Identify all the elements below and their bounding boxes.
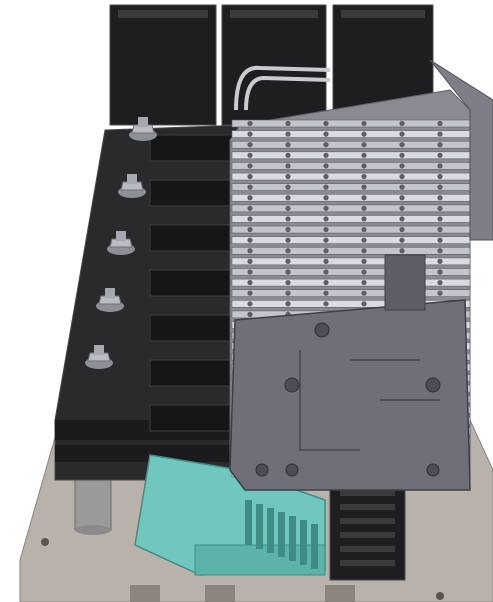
terminal-row — [231, 172, 471, 181]
plug-rib — [340, 532, 395, 538]
terminal-row — [231, 278, 471, 287]
busbar-fin — [149, 404, 241, 432]
busbar-fin — [149, 224, 241, 252]
terminal-row — [231, 225, 471, 234]
busbar-fin — [149, 359, 241, 387]
busbar-bolts — [85, 117, 157, 369]
wire-loop — [234, 65, 331, 111]
teal-pin — [245, 500, 252, 545]
plug-rib — [340, 504, 395, 510]
teal-pin — [300, 520, 307, 565]
baseplate-slot — [205, 585, 235, 602]
end-plate-screw — [284, 377, 300, 393]
plug-rib — [340, 490, 395, 496]
wire-loop — [244, 75, 331, 111]
terminal-row — [231, 204, 471, 213]
terminal-block-array — [229, 89, 471, 491]
teal-pin — [256, 504, 263, 549]
baseplate-hole — [436, 592, 444, 600]
terminal-row — [231, 151, 471, 160]
teal-pin — [267, 508, 274, 553]
baseplate-hole — [41, 538, 49, 546]
terminal-row — [231, 140, 471, 149]
baseplate-slot — [325, 585, 355, 602]
plug-rib — [340, 546, 395, 552]
bolt-stud — [94, 345, 104, 355]
bolt-stud — [105, 288, 115, 298]
busbar-fin — [149, 314, 241, 342]
end-plate-screw — [425, 377, 441, 393]
terminal-row — [231, 183, 471, 191]
bolt-stud — [116, 231, 126, 241]
baseplate-slot — [130, 585, 160, 602]
motor-block — [221, 4, 327, 126]
terminal-row — [231, 162, 471, 170]
plug-rib — [340, 560, 395, 566]
end-plate-screw — [255, 463, 269, 477]
end-plate-screw — [314, 322, 330, 338]
motor-block — [109, 4, 217, 126]
terminal-row — [231, 236, 471, 244]
busbar-stack — [54, 124, 246, 481]
terminal-row — [231, 193, 471, 202]
terminal-row — [231, 268, 471, 276]
busbar-fin — [149, 179, 241, 207]
plug-rib — [340, 518, 395, 524]
busbar-fin — [149, 134, 241, 162]
end-plate-screw — [285, 463, 299, 477]
terminal-row — [231, 215, 471, 223]
teal-pin — [311, 524, 318, 569]
teal-pin — [289, 516, 296, 561]
busbar-fin — [149, 269, 241, 297]
end-plate-screw — [426, 463, 440, 477]
side-module — [429, 59, 493, 241]
end-plate — [229, 299, 471, 491]
bolt-stud — [138, 117, 148, 127]
terminal-row — [231, 257, 471, 266]
bolt-stud — [127, 174, 137, 184]
terminal-row — [231, 119, 471, 128]
terminal-row — [231, 246, 471, 255]
terminal-row — [231, 289, 471, 297]
terminal-row — [231, 130, 471, 138]
teal-pin — [278, 512, 285, 557]
